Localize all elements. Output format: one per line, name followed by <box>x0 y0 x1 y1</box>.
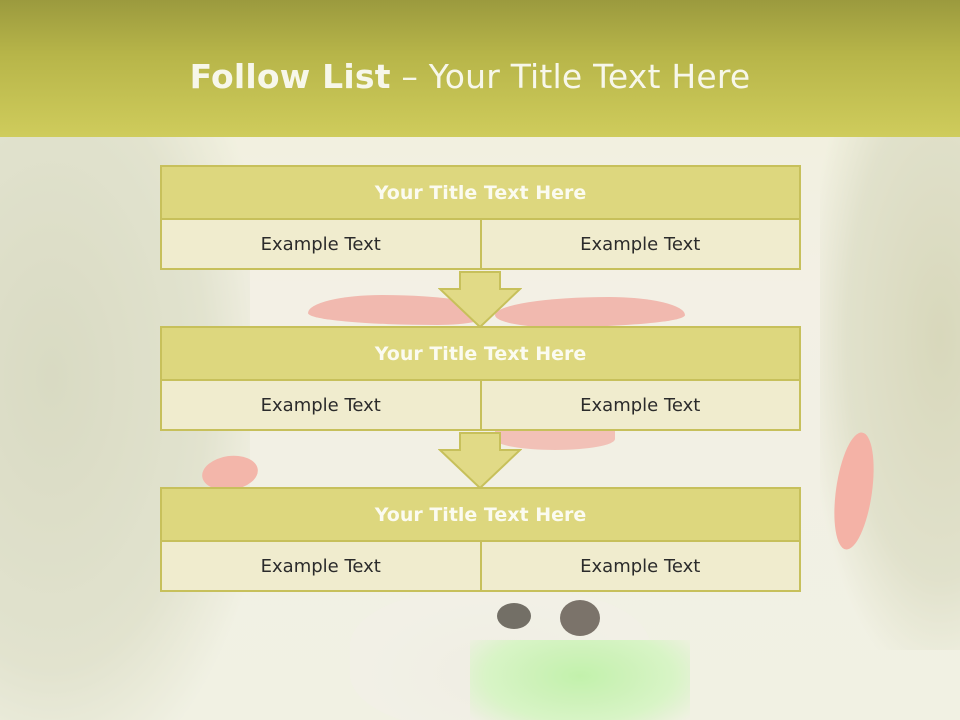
block-title[interactable]: Your Title Text Here <box>160 326 801 381</box>
block-cell-right[interactable]: Example Text <box>481 542 801 592</box>
block-row: Example Text Example Text <box>160 220 801 270</box>
follow-block-1: Your Title Text Here Example Text Exampl… <box>160 165 801 270</box>
block-cell-right[interactable]: Example Text <box>481 381 801 431</box>
down-arrow-icon <box>438 432 522 490</box>
page-title-rest: – Your Title Text Here <box>390 57 751 96</box>
background-green-object <box>470 640 690 720</box>
block-cell-left[interactable]: Example Text <box>160 381 482 431</box>
block-cell-left[interactable]: Example Text <box>160 220 482 270</box>
block-row: Example Text Example Text <box>160 542 801 592</box>
down-arrow-icon <box>438 271 522 329</box>
block-title[interactable]: Your Title Text Here <box>160 487 801 542</box>
block-title[interactable]: Your Title Text Here <box>160 165 801 220</box>
background-spot-right <box>560 600 600 636</box>
block-row: Example Text Example Text <box>160 381 801 431</box>
page-title-bold: Follow List <box>189 57 391 96</box>
block-cell-right[interactable]: Example Text <box>481 220 801 270</box>
page-title: Follow List – Your Title Text Here <box>0 57 940 96</box>
background-lip-lower <box>495 428 615 450</box>
background-lip-right <box>495 297 685 327</box>
background-spot-left <box>497 603 531 629</box>
follow-block-2: Your Title Text Here Example Text Exampl… <box>160 326 801 431</box>
follow-block-3: Your Title Text Here Example Text Exampl… <box>160 487 801 592</box>
background-hair-right <box>820 130 960 650</box>
block-cell-left[interactable]: Example Text <box>160 542 482 592</box>
header-band: Follow List – Your Title Text Here <box>0 0 960 137</box>
